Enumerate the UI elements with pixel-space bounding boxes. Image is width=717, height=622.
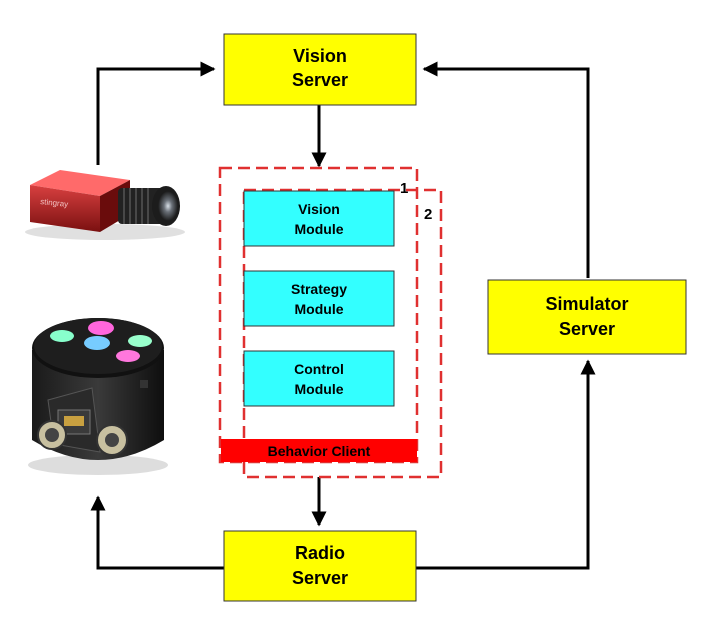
arrow-radio-server-to-simulator: [416, 359, 596, 570]
vision-module-label-line1: Vision: [298, 201, 340, 217]
vision-server-label-line2: Server: [292, 70, 348, 90]
vision-server-label-line1: Vision: [293, 46, 347, 66]
simulator-server-box: Simulator Server: [487, 279, 687, 355]
vision-module-label-line2: Module: [295, 221, 344, 237]
simulator-server-label-line1: Simulator: [545, 294, 628, 314]
radio-server-label-line1: Radio: [295, 543, 345, 563]
control-module-box: Control Module: [243, 350, 395, 407]
robot-marker-cyan-center: [84, 336, 110, 350]
robot-marker-green-right: [128, 335, 152, 347]
strategy-module-box: Strategy Module: [243, 270, 395, 327]
arrow-simulator-to-vision-server: [422, 61, 590, 278]
radio-server-label-line2: Server: [292, 568, 348, 588]
control-module-label-line2: Module: [295, 381, 344, 397]
boundary-1-dashed: [218, 166, 419, 464]
strategy-module-label-line1: Strategy: [291, 281, 347, 297]
strategy-module-label-line2: Module: [295, 301, 344, 317]
simulator-server-label-line2: Server: [559, 319, 615, 339]
robot-image: [28, 318, 168, 475]
behavior-client-bar: Behavior Client: [221, 439, 417, 462]
radio-server-box: Radio Server: [223, 530, 417, 602]
arrow-radio-server-to-robot: [90, 495, 224, 570]
behavior-client-label: Behavior Client: [268, 443, 371, 459]
robot-wheel-left: [37, 420, 67, 450]
robot-marker-magenta-top: [88, 321, 114, 335]
boundary-label-2: 2: [424, 206, 432, 223]
boundary-label-1: 1: [400, 180, 408, 197]
camera-image: stingray: [25, 170, 185, 240]
connector-arrows: [90, 61, 596, 570]
robot-wheel-right: [96, 424, 128, 456]
vision-module-box: Vision Module: [243, 190, 395, 247]
control-module-label-line1: Control: [294, 361, 344, 377]
camera-brand-label: stingray: [40, 197, 69, 209]
arrow-camera-to-vision-server: [96, 61, 216, 165]
boundary-2-dashed: [242, 188, 443, 479]
vision-server-box: Vision Server: [223, 33, 417, 106]
robot-marker-green-left: [50, 330, 74, 342]
robot-marker-magenta-bottom: [116, 350, 140, 362]
